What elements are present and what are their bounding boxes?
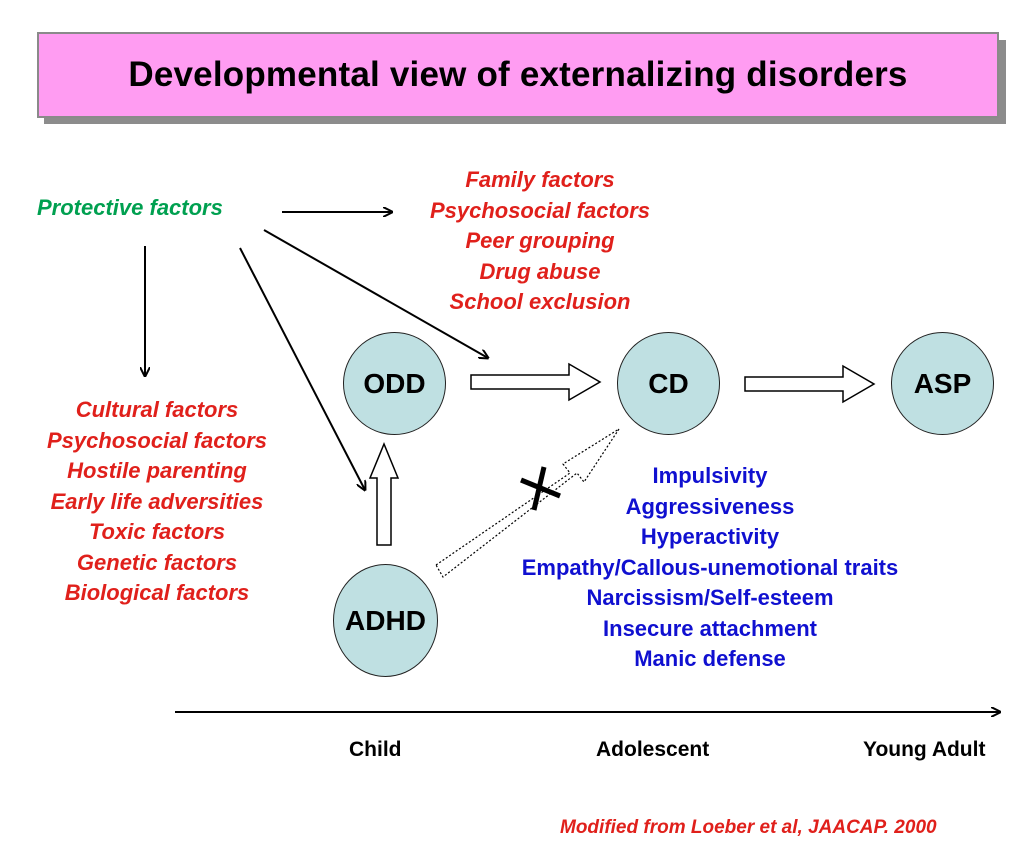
cultural-factor-item: Psychosocial factors: [46, 427, 268, 453]
cultural-factor-item: Early life adversities: [50, 488, 264, 514]
node-asp-label: ASP: [913, 367, 972, 399]
trait-item: Aggressiveness: [625, 493, 795, 519]
cultural-factor-item: Biological factors: [64, 580, 250, 605]
family-factor-item: Peer grouping: [465, 228, 615, 253]
cultural-factors-list: Cultural factors Psychosocial factors Ho…: [12, 395, 302, 609]
node-adhd-label: ADHD: [345, 604, 426, 636]
arrow-protective-to-odd-cd: [263, 229, 488, 358]
dotted-arrow-adhd-to-cd: [435, 428, 620, 578]
cultural-factor-item: Cultural factors: [75, 397, 239, 422]
node-adhd: ADHD: [333, 564, 438, 677]
timeline-adolescent: Adolescent: [596, 738, 710, 761]
protective-factors-label: Protective factors: [37, 195, 223, 220]
node-odd-label: ODD: [363, 367, 426, 399]
timeline-child: Child: [349, 738, 402, 761]
source-citation: Modified from Loeber et al, JAACAP. 2000: [560, 817, 937, 838]
page-title: Developmental view of externalizing diso…: [128, 55, 908, 94]
trait-item: Manic defense: [634, 646, 786, 671]
cultural-factor-item: Hostile parenting: [67, 458, 247, 483]
family-factor-item: Psychosocial factors: [429, 197, 651, 223]
cross-mark: [531, 466, 547, 511]
family-factor-item: Drug abuse: [479, 258, 601, 284]
trait-item: Narcissism/Self-esteem: [586, 585, 834, 610]
block-arrow-cd-to-asp: [744, 364, 876, 404]
family-factor-item: Family factors: [465, 167, 615, 192]
traits-list: Impulsivity Aggressiveness Hyperactivity…: [470, 461, 950, 675]
block-arrow-odd-to-cd: [470, 362, 602, 402]
trait-item: Empathy/Callous-unemotional traits: [521, 554, 899, 580]
timeline-young-adult: Young Adult: [863, 738, 986, 761]
cultural-factor-item: Toxic factors: [88, 519, 226, 544]
node-cd-label: CD: [648, 367, 689, 399]
trait-item: Hyperactivity: [640, 524, 780, 549]
node-asp: ASP: [891, 332, 994, 435]
node-odd: ODD: [343, 332, 446, 435]
trait-item: Impulsivity: [652, 463, 768, 488]
block-arrow-adhd-to-odd: [368, 442, 400, 546]
arrow-protective-to-adhd: [239, 247, 365, 490]
family-factor-item: School exclusion: [449, 289, 631, 314]
node-cd: CD: [617, 332, 720, 435]
cultural-factor-item: Genetic factors: [76, 549, 238, 575]
trait-item: Insecure attachment: [603, 615, 817, 641]
title-banner: Developmental view of externalizing diso…: [37, 32, 999, 118]
family-factors-list: Family factors Psychosocial factors Peer…: [380, 165, 700, 318]
